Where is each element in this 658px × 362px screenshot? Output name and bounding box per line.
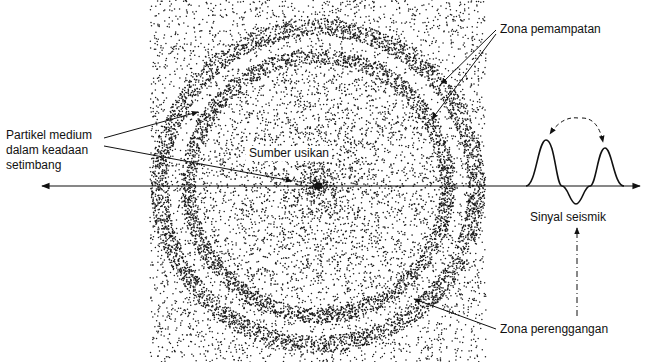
- diagram-stage: Partikel medium dalam keadaan setimbangS…: [0, 0, 658, 362]
